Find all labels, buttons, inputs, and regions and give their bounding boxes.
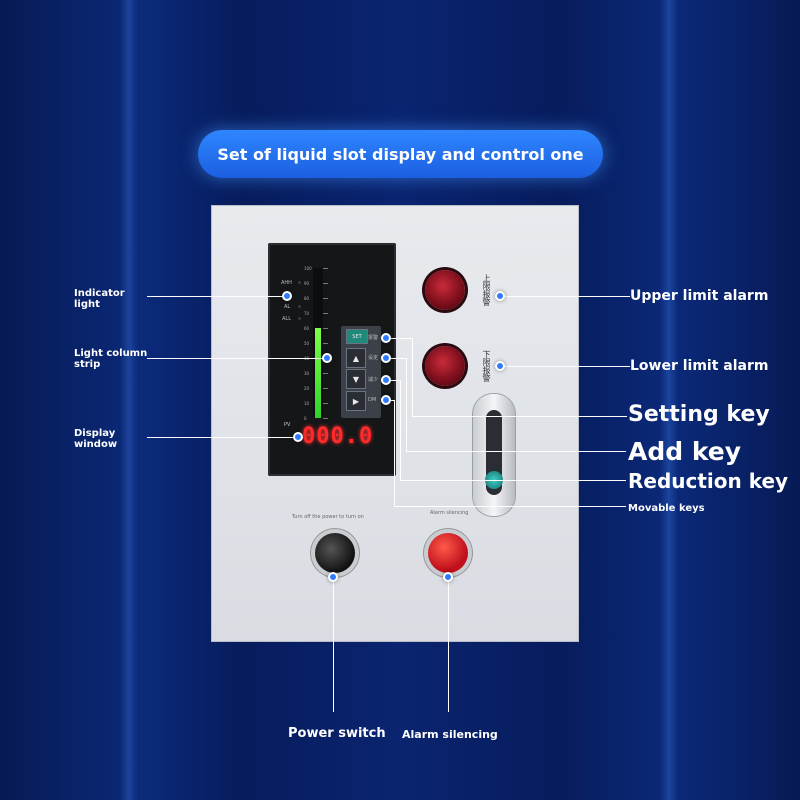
callout-dot: [381, 333, 391, 343]
scale-tick-label: 10: [304, 401, 310, 406]
callout-indicator-light: Indicator light: [74, 288, 125, 310]
callout-dot: [381, 353, 391, 363]
callout-line: [147, 437, 297, 438]
callout-dot: [293, 432, 303, 442]
callout-line: [333, 577, 334, 712]
callout-dot: [282, 291, 292, 301]
callout-dot: [495, 361, 505, 371]
alarm-note: Alarm silencing: [430, 510, 469, 516]
down-key[interactable]: ▼: [346, 369, 366, 389]
callout-dot: [443, 572, 453, 582]
scale-tick-label: 100: [304, 266, 312, 271]
indicator-led: [298, 281, 301, 284]
callout-line: [147, 296, 287, 297]
key-label: 减少: [368, 377, 379, 383]
set-key[interactable]: SET: [346, 329, 368, 344]
callout-line: [412, 338, 413, 416]
scale-tick-label: 90: [304, 281, 310, 286]
scale-tick: [323, 313, 328, 314]
scale-tick: [323, 298, 328, 299]
scale-tick: [323, 328, 328, 329]
callout-line: [394, 400, 395, 506]
scale-tick: [323, 388, 328, 389]
scale-tick-label: 30: [304, 371, 310, 376]
callout-line: [394, 506, 626, 507]
callout-light-column-strip: Light column strip: [74, 348, 148, 370]
callout-lower-limit-alarm: Lower limit alarm: [630, 358, 769, 374]
scale-tick-label: 50: [304, 341, 310, 346]
callout-movable-keys: Movable keys: [628, 503, 705, 514]
indicator-label-ahh: AHH: [281, 280, 292, 286]
scale-tick: [323, 268, 328, 269]
title-banner: Set of liquid slot display and control o…: [198, 130, 603, 178]
callout-line: [412, 416, 627, 417]
callout-line: [406, 358, 407, 451]
callout-alarm-silencing: Alarm silencing: [402, 728, 498, 741]
callout-line: [386, 338, 412, 339]
upper-limit-alarm-lamp: [425, 270, 465, 310]
key-label: DM: [368, 397, 377, 403]
callout-dot: [381, 395, 391, 405]
callout-setting-key: Setting key: [628, 402, 770, 427]
up-key[interactable]: ▲: [346, 348, 366, 368]
title-text: Set of liquid slot display and control o…: [217, 144, 584, 164]
callout-display-window: Display window: [74, 428, 118, 450]
callout-power-switch: Power switch: [288, 726, 386, 741]
callout-dot: [381, 375, 391, 385]
callout-line: [147, 358, 327, 359]
scale-tick: [323, 283, 328, 284]
callout-reduction-key: Reduction key: [628, 469, 789, 493]
scale-tick: [323, 343, 328, 344]
pv-label: PV: [284, 422, 291, 428]
indicator-led: [298, 305, 301, 308]
indicator-label-al: AL: [284, 304, 291, 310]
callout-dot: [495, 291, 505, 301]
callout-line: [500, 366, 630, 367]
callout-dot: [322, 353, 332, 363]
callout-line: [500, 296, 630, 297]
callout-line: [406, 451, 626, 452]
lower-limit-alarm-lamp: [425, 346, 465, 386]
power-switch-button[interactable]: [315, 533, 355, 573]
indicator-led: [298, 317, 301, 320]
scale-tick: [323, 373, 328, 374]
background-light-streak: [660, 0, 678, 800]
display-digits: 000.0: [302, 424, 374, 449]
callout-line: [400, 380, 401, 480]
key-label: 设定: [368, 355, 379, 361]
scale-tick-label: 20: [304, 386, 310, 391]
scale-tick: [323, 418, 328, 419]
scale-tick-label: 60: [304, 326, 310, 331]
scale-tick-label: 70: [304, 311, 310, 316]
callout-add-key: Add key: [628, 437, 742, 466]
upper-limit-cn-label: 上限报警: [482, 274, 491, 306]
callout-line: [386, 358, 406, 359]
scale-tick-label: 80: [304, 296, 310, 301]
power-note: Turn off the power to turn on: [292, 514, 364, 520]
callout-dot: [328, 572, 338, 582]
indicator-label-all: ALL: [282, 316, 291, 322]
callout-upper-limit-alarm: Upper limit alarm: [630, 288, 769, 304]
background-light-streak: [120, 0, 138, 800]
callout-line: [448, 577, 449, 712]
key-label: 报警: [368, 335, 379, 341]
callout-line: [400, 480, 626, 481]
scale-tick-label: 0: [304, 416, 307, 421]
alarm-silencing-button[interactable]: [428, 533, 468, 573]
callout-line: [386, 380, 400, 381]
scale-tick: [323, 403, 328, 404]
shift-key[interactable]: ▶: [346, 391, 366, 411]
lower-limit-cn-label: 下限报警: [482, 350, 491, 382]
light-column-bar: [315, 328, 321, 418]
